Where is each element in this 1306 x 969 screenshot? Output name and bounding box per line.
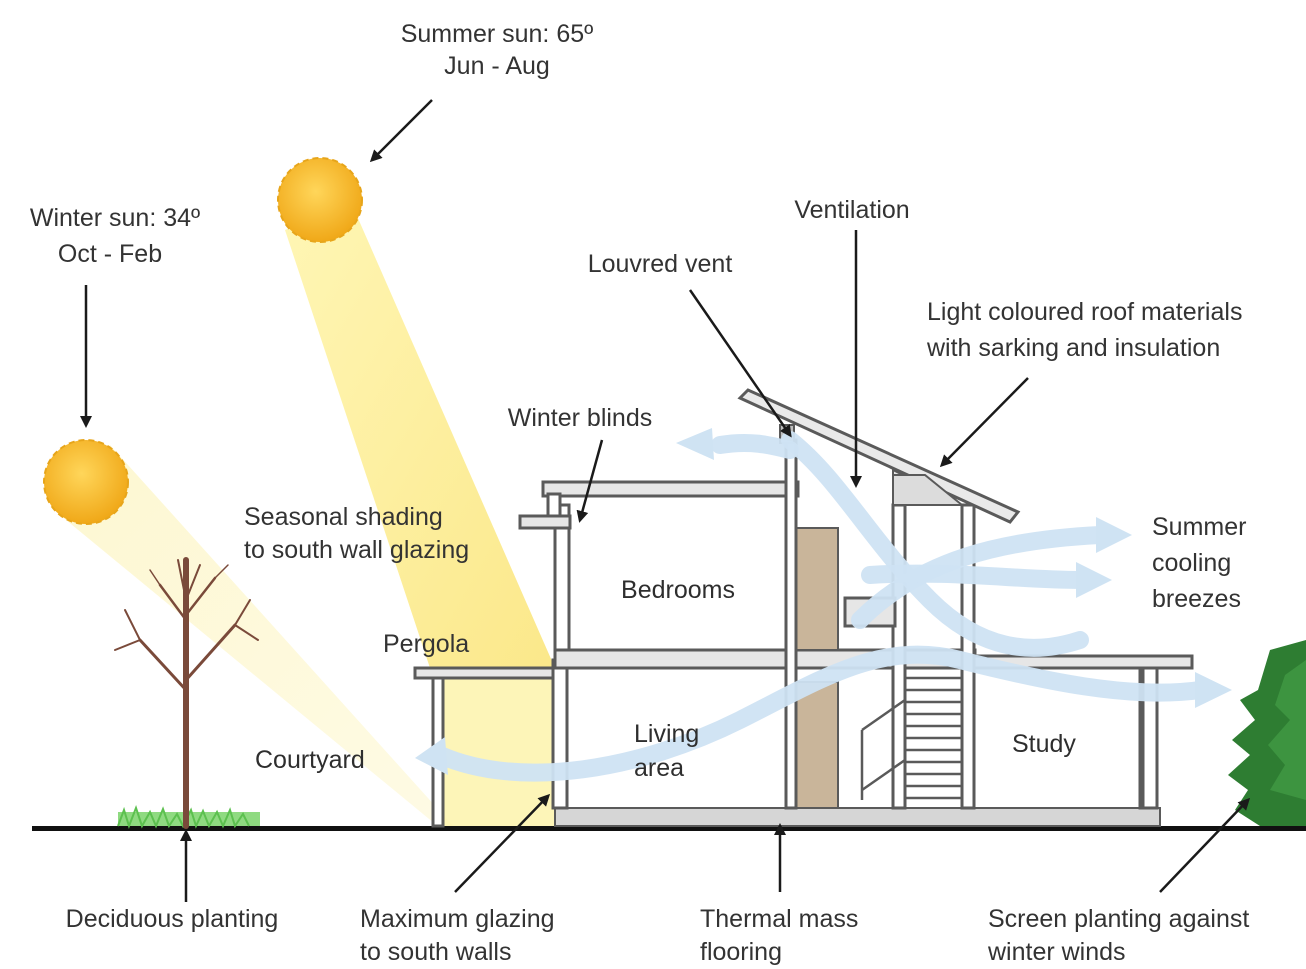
ground-line xyxy=(32,826,1306,831)
summer-breeze-label-line2: cooling xyxy=(1152,549,1231,577)
summer-breeze-label-line1: Summer xyxy=(1152,513,1246,541)
roof-label-line1: Light coloured roof materials xyxy=(927,298,1242,326)
study-post xyxy=(1141,666,1159,810)
bedrooms-label: Bedrooms xyxy=(621,576,735,604)
house-wall-left-ground xyxy=(551,658,569,810)
study-label: Study xyxy=(1012,730,1076,758)
shading-label-line2: to south wall glazing xyxy=(244,536,469,564)
summer-sun-beam xyxy=(285,200,555,668)
louvred-vent-label: Louvred vent xyxy=(588,250,733,278)
ventilation-label: Ventilation xyxy=(794,196,909,224)
winter-sun-beam xyxy=(60,445,455,828)
courtyard-label: Courtyard xyxy=(255,746,365,774)
winter-sun-icon xyxy=(43,439,129,525)
glazing-arrow xyxy=(454,793,551,893)
screen-label-line2: winter winds xyxy=(987,938,1126,966)
summer-breeze-label-line3: breezes xyxy=(1152,585,1241,613)
winter-sun-label-line1: Winter sun: 34º xyxy=(30,204,200,232)
left-eave xyxy=(541,480,800,498)
shading-label-line1: Seasonal shading xyxy=(244,503,443,531)
central-column-left xyxy=(784,438,798,810)
winter-blinds-label: Winter blinds xyxy=(508,404,653,432)
winter-blinds-shelf xyxy=(518,514,572,530)
pergola-shade-beam xyxy=(440,668,555,828)
summer-sun-arrow xyxy=(369,99,433,163)
louvred-vent-arrow xyxy=(688,289,792,438)
left-parapet xyxy=(546,492,562,518)
thermal-wall-upper xyxy=(789,527,839,651)
thermal-label-line2: flooring xyxy=(700,938,782,966)
screen-label-line1: Screen planting against xyxy=(988,905,1249,933)
summer-sun-label-line1: Summer sun: 65º xyxy=(401,20,594,48)
living-area-label-line2: area xyxy=(634,754,684,782)
deciduous-tree-icon xyxy=(114,557,259,829)
summer-sun-icon xyxy=(277,157,363,243)
floor-slab xyxy=(554,807,1161,827)
deciduous-label: Deciduous planting xyxy=(66,905,279,933)
winter-blinds-arrow xyxy=(576,439,604,523)
staircase xyxy=(860,676,962,800)
thermal-wall-lower xyxy=(789,681,839,809)
roof xyxy=(737,388,1021,524)
roof-label-line2: with sarking and insulation xyxy=(926,334,1220,362)
summer-sun-label-line2: Jun - Aug xyxy=(444,52,550,80)
screen-arrow xyxy=(1159,797,1251,893)
glazing-label-line1: Maximum glazing xyxy=(360,905,555,933)
screen-planting-tree-icon xyxy=(1228,640,1306,826)
pergola-label: Pergola xyxy=(383,630,469,658)
winter-sun-label-line2: Oct - Feb xyxy=(58,240,162,268)
summer-breeze-arrows xyxy=(415,428,1232,782)
roof-arrow xyxy=(939,377,1029,468)
thermal-label-line1: Thermal mass xyxy=(700,905,858,933)
living-area-label-line1: Living xyxy=(634,720,699,748)
glazing-label-line2: to south walls xyxy=(360,938,511,966)
